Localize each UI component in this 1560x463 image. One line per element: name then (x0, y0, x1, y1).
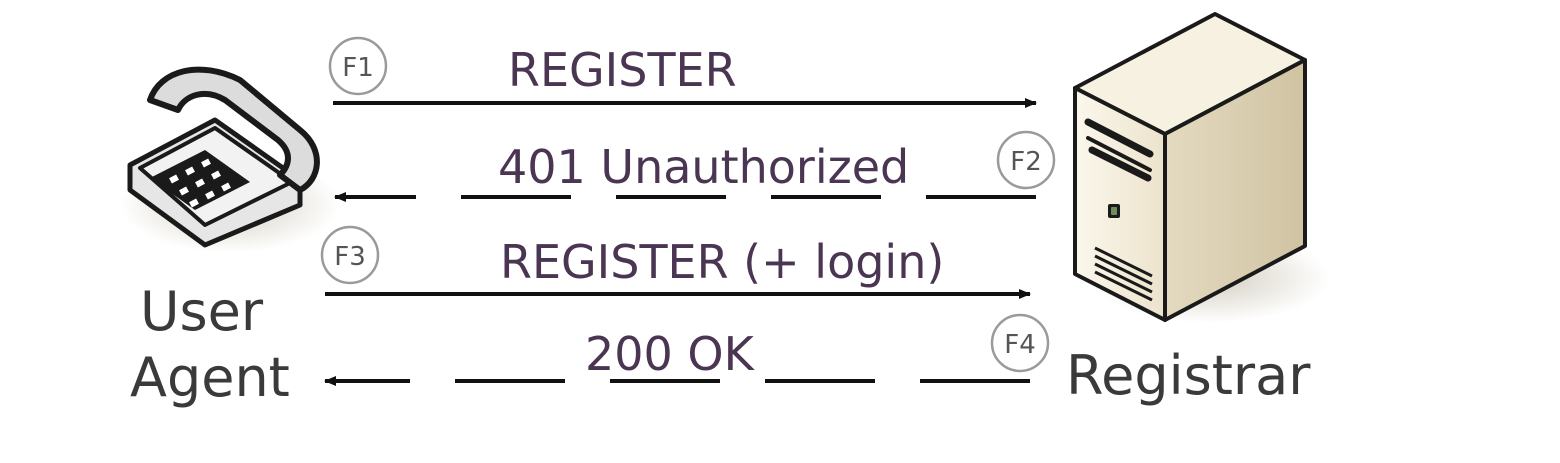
message-f1: F1 REGISTER (328, 36, 1037, 108)
registrar-label: Registrar (1066, 344, 1311, 407)
message-f4: F4 200 OK (324, 313, 1050, 386)
step-badge-f2 (996, 130, 1056, 190)
message-f1-label: REGISTER (508, 43, 737, 97)
message-f3: F3 REGISTER (+ login) (320, 225, 1031, 299)
step-badge-f2-label: F2 (1010, 147, 1042, 177)
server-icon (1073, 12, 1330, 323)
user-agent-label-line2: Agent (130, 346, 290, 409)
message-f2: F2 401 Unauthorized (334, 130, 1056, 202)
message-f2-label: 401 Unauthorized (498, 140, 909, 194)
message-f3-label: REGISTER (+ login) (500, 235, 944, 289)
telephone-icon (120, 66, 340, 253)
step-badge-f4-label: F4 (1004, 330, 1036, 360)
message-f4-label: 200 OK (585, 327, 756, 381)
step-badge-f3 (320, 225, 380, 285)
step-badge-f3-label: F3 (334, 242, 366, 272)
step-badge-f1-label: F1 (342, 53, 374, 83)
step-badge-f4 (990, 313, 1050, 373)
user-agent-label-line1: User (140, 280, 264, 343)
step-badge-f1 (328, 36, 388, 96)
